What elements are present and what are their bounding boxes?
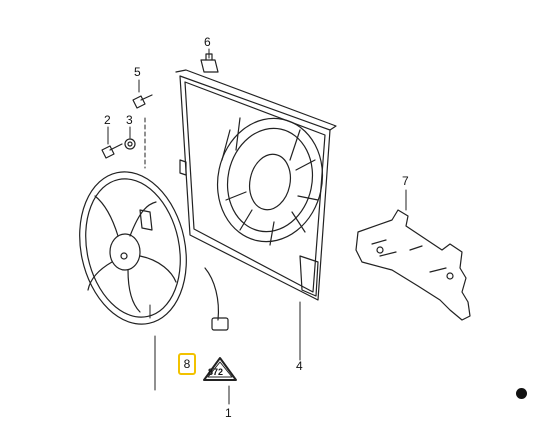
fan-blade-icon (79, 171, 229, 331)
callout-6: 6 (204, 35, 211, 49)
nut-icon (124, 138, 136, 150)
bracket-icon (355, 209, 471, 321)
screw-icon (101, 94, 153, 159)
leader-lines (107, 48, 407, 405)
radiator-shroud-icon (175, 69, 337, 301)
callout-5: 5 (134, 65, 141, 79)
callout-3: 3 (126, 113, 133, 127)
callout-2: 2 (104, 113, 111, 127)
callout-1: 1 (225, 406, 232, 420)
warning-triangle-icon (203, 357, 237, 381)
bullet-dot (516, 388, 527, 399)
callout-7: 7 (402, 174, 409, 188)
callout-4: 4 (296, 359, 303, 373)
part-symbol-text: 872 (208, 367, 224, 377)
highlighted-callout-8[interactable]: 8 (178, 353, 196, 375)
